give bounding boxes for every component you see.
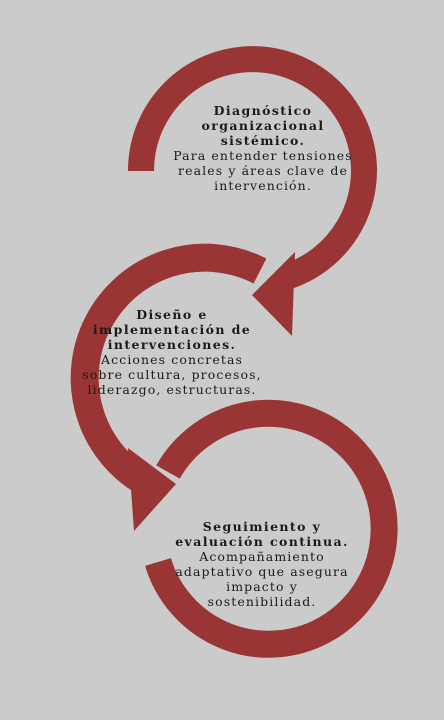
ring-1-arrowhead: [252, 252, 295, 336]
ring-2-arc: [70, 243, 267, 498]
step-3-description: Acompañamiento adaptativo que asegura im…: [175, 549, 349, 609]
step-3-label: Seguimiento y evaluación continua. Acomp…: [162, 519, 362, 609]
ring-2-arrowhead: [128, 448, 176, 531]
ring-1-arc: [127, 46, 377, 290]
step-1-description: Para entender tensiones reales y áreas c…: [173, 148, 353, 193]
ring-3-arc: [145, 399, 398, 658]
step-1-label: Diagnóstico organizacional sistémico. Pa…: [158, 103, 368, 193]
step-1-title: Diagnóstico organizacional sistémico.: [201, 103, 325, 148]
step-3-title: Seguimiento y evaluación continua.: [175, 519, 349, 549]
step-2-description: Acciones concretas sobre cultura, proces…: [82, 352, 262, 397]
step-2-label: Diseño e implementación de intervencione…: [62, 307, 282, 397]
step-2-title: Diseño e implementación de intervencione…: [92, 307, 252, 352]
